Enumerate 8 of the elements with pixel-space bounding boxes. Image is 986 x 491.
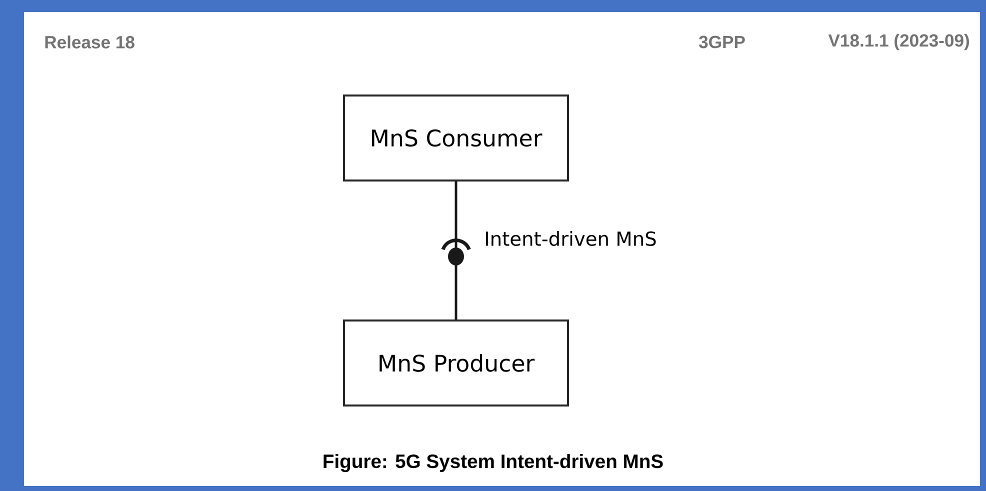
edge-label: Intent-driven MnS — [486, 231, 656, 246]
organisation-label: 3GPP — [698, 36, 745, 48]
component-box: MnS Producer — [342, 319, 570, 407]
interface-connector — [441, 182, 471, 320]
version-label: V18.1.1 (2023-09) — [828, 34, 969, 50]
component-box: MnS Consumer — [342, 94, 570, 182]
release-label: Release 18 — [45, 36, 134, 48]
figure-caption: Figure: 5G System Intent-driven MnS — [324, 454, 663, 472]
